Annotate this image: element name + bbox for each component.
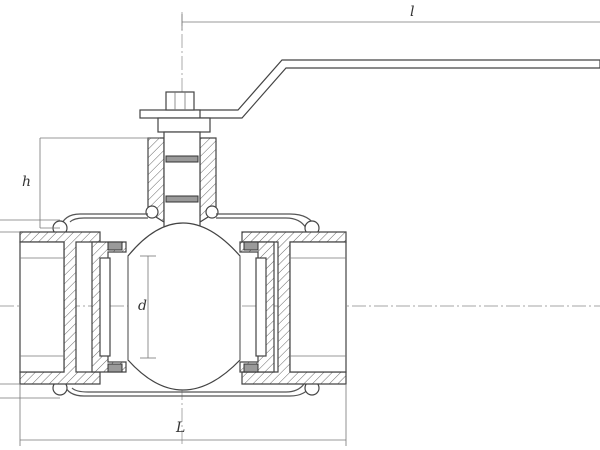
dimension-L-length: L (0, 219, 347, 446)
dimension-l-handle: l (181, 4, 600, 30)
ball (127, 222, 241, 391)
right-end-connector (241, 231, 347, 385)
left-end-connector (19, 231, 101, 385)
dimension-label-L: L (175, 420, 185, 436)
dimension-label-d: d (138, 298, 147, 314)
dimension-h-height: h (22, 137, 160, 229)
left-seat (91, 241, 127, 373)
stem-nut (157, 91, 211, 133)
dimension-label-l: l (410, 4, 414, 20)
dimension-label-h: h (22, 174, 31, 190)
right-seat (239, 241, 275, 373)
dimension-d-bore: d (138, 255, 156, 359)
lever-handle (139, 59, 600, 119)
